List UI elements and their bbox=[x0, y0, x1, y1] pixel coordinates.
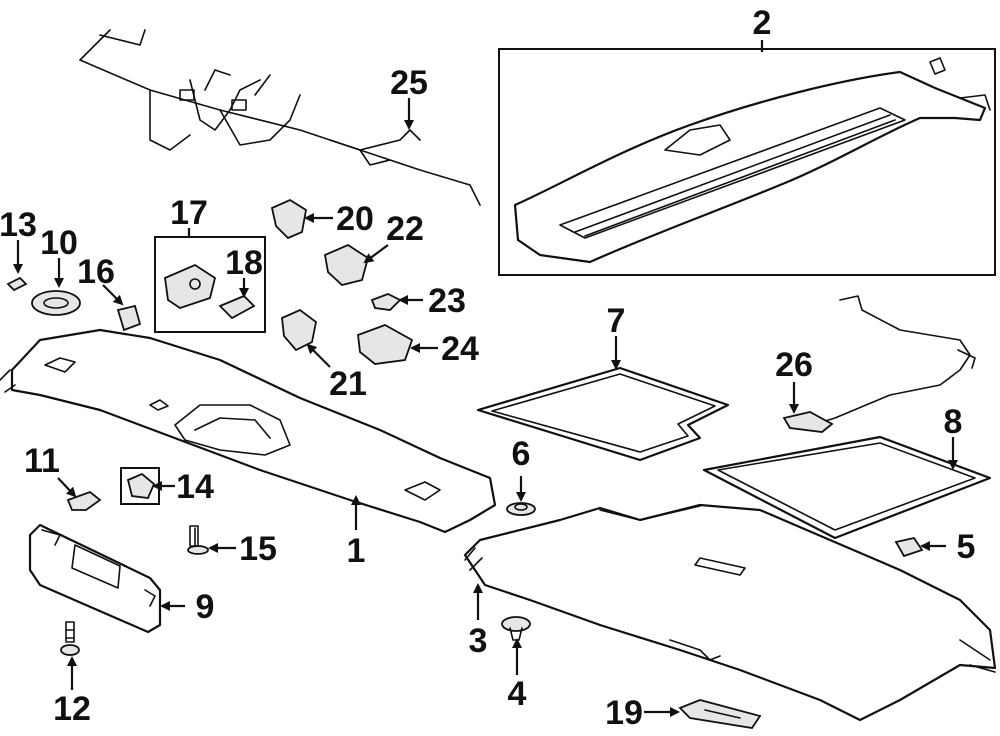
callout-11: 11 bbox=[24, 442, 60, 480]
part-20-bracket bbox=[270, 198, 307, 240]
callout-1: 1 bbox=[347, 532, 366, 570]
part-8-mat bbox=[702, 435, 992, 540]
callout-5: 5 bbox=[957, 528, 976, 566]
callout-23: 23 bbox=[428, 282, 466, 320]
callout-14: 14 bbox=[176, 468, 214, 506]
callout-10: 10 bbox=[40, 224, 78, 262]
callout-9: 9 bbox=[196, 588, 215, 626]
callout-24: 24 bbox=[441, 330, 479, 368]
part-4-push-pin bbox=[501, 616, 531, 641]
callout-12: 12 bbox=[53, 690, 91, 728]
callout-26: 26 bbox=[775, 346, 813, 384]
part-13-clip bbox=[6, 276, 28, 292]
part-26-cable-assembly bbox=[782, 295, 976, 433]
part-17-console-bracket bbox=[164, 263, 217, 309]
part-10-dome-lamp bbox=[31, 290, 81, 316]
part-18-lamp bbox=[218, 294, 256, 320]
part-1-headliner bbox=[0, 328, 497, 534]
callout-8: 8 bbox=[944, 403, 963, 441]
callout-13: 13 bbox=[0, 206, 37, 244]
callout-17: 17 bbox=[170, 194, 208, 232]
callout-3: 3 bbox=[469, 622, 488, 660]
callout-2: 2 bbox=[753, 4, 772, 42]
part-11-clip bbox=[66, 490, 102, 511]
part-6-grommet bbox=[506, 502, 536, 516]
callout-15: 15 bbox=[239, 530, 277, 568]
part-21-bracket bbox=[281, 308, 317, 352]
part-25-wiring-harness bbox=[79, 29, 481, 206]
callout-20: 20 bbox=[336, 200, 374, 238]
callout-7: 7 bbox=[607, 302, 626, 340]
part-2-frame bbox=[498, 48, 996, 276]
part-23-clip bbox=[370, 293, 402, 311]
callout-16: 16 bbox=[77, 253, 115, 291]
part-14-clip bbox=[126, 472, 156, 499]
part-5-clip bbox=[894, 536, 924, 558]
part-22-bracket bbox=[323, 243, 370, 286]
callout-18: 18 bbox=[225, 244, 263, 282]
callout-22: 22 bbox=[386, 210, 424, 248]
part-15-screw bbox=[187, 525, 209, 555]
callout-25: 25 bbox=[390, 64, 428, 102]
part-24-lamp bbox=[357, 324, 414, 365]
part-2-rear-trim-panel bbox=[498, 48, 996, 276]
callout-4: 4 bbox=[508, 675, 527, 713]
part-19-handle bbox=[678, 699, 762, 729]
part-12-screw bbox=[60, 621, 80, 656]
callout-19: 19 bbox=[605, 694, 643, 732]
callout-6: 6 bbox=[512, 435, 531, 473]
part-9-sunvisor bbox=[28, 523, 162, 634]
part-3-rear-headliner bbox=[463, 503, 997, 722]
part-17-group-frame bbox=[154, 236, 266, 333]
part-16-bracket bbox=[116, 304, 142, 332]
callout-21: 21 bbox=[329, 365, 367, 403]
